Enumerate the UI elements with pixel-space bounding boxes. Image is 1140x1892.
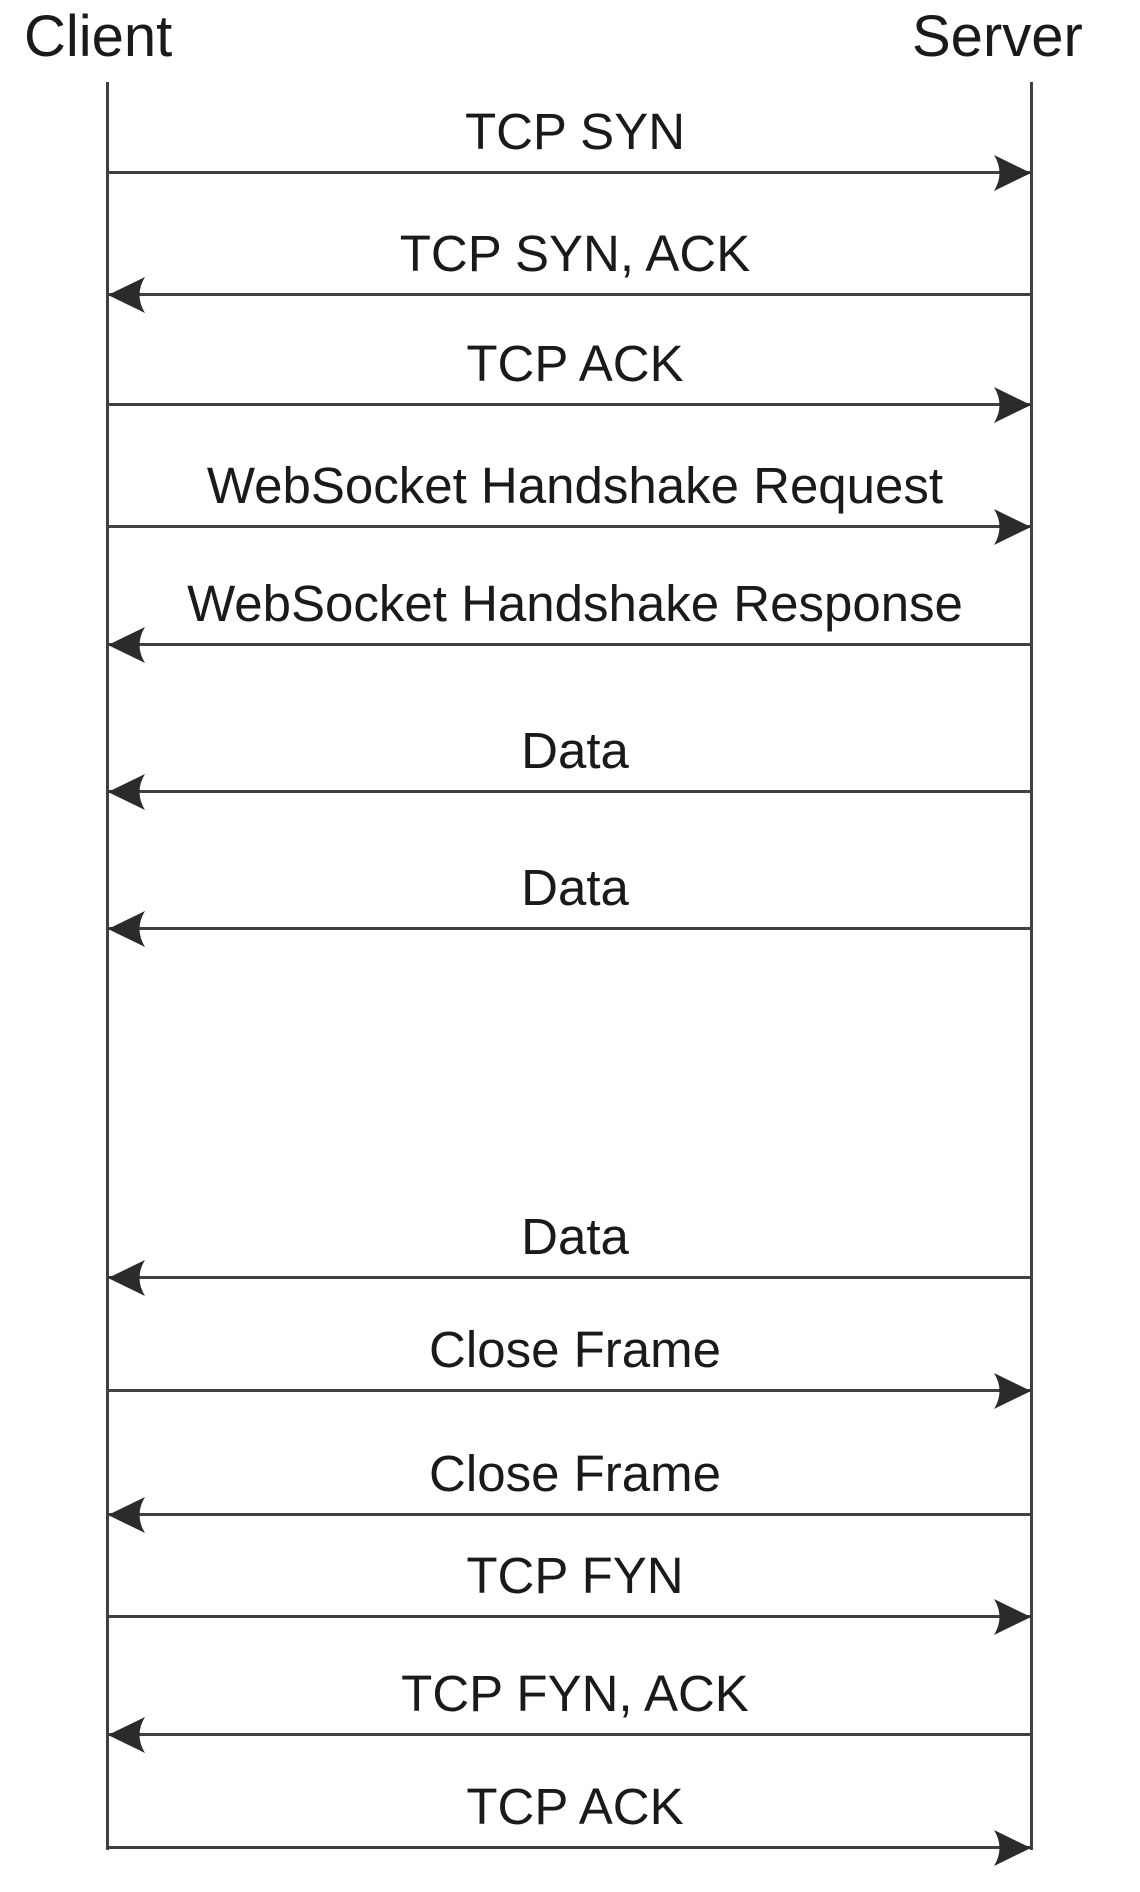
message-label: Close Frame (429, 1445, 721, 1502)
arrowhead-left-icon (108, 774, 145, 810)
message-line (107, 1846, 1032, 1849)
client-lifeline (106, 82, 109, 1850)
message-label: WebSocket Handshake Request (206, 457, 944, 514)
arrowhead-left-icon (108, 627, 145, 663)
arrowhead-right-icon (994, 1373, 1031, 1409)
arrowhead-left-icon (108, 1260, 145, 1296)
message-label: TCP ACK (466, 335, 684, 392)
message-line (107, 403, 1032, 406)
arrowhead-left-icon (108, 277, 145, 313)
message-line (107, 1513, 1032, 1516)
message-line (107, 171, 1032, 174)
arrowhead-right-icon (994, 155, 1031, 191)
participant-label-server: Server (912, 4, 1083, 69)
arrowhead-left-icon (108, 911, 145, 947)
message-line (107, 1276, 1032, 1279)
message-label: WebSocket Handshake Response (187, 575, 963, 632)
message-label: Data (521, 1208, 629, 1265)
message-line (107, 1733, 1032, 1736)
message-line (107, 293, 1032, 296)
message-label: TCP FYN, ACK (401, 1665, 749, 1722)
arrowhead-right-icon (994, 387, 1031, 423)
message-label: Close Frame (429, 1321, 721, 1378)
arrowhead-left-icon (108, 1497, 145, 1533)
message-label: Data (521, 859, 629, 916)
message-label: TCP SYN (464, 103, 686, 160)
arrowhead-right-icon (994, 1599, 1031, 1635)
message-line (107, 1389, 1032, 1392)
message-label: TCP FYN (466, 1547, 684, 1604)
participant-label-client: Client (24, 4, 173, 69)
arrowhead-left-icon (108, 1717, 145, 1753)
message-label: Data (521, 722, 629, 779)
message-line (107, 1615, 1032, 1618)
message-line (107, 525, 1032, 528)
message-line (107, 790, 1032, 793)
server-lifeline (1030, 82, 1033, 1850)
message-label: TCP ACK (466, 1778, 684, 1835)
arrowhead-right-icon (994, 509, 1031, 545)
message-line (107, 927, 1032, 930)
message-line (107, 643, 1032, 646)
arrowhead-right-icon (994, 1830, 1031, 1866)
message-label: TCP SYN, ACK (399, 225, 751, 282)
